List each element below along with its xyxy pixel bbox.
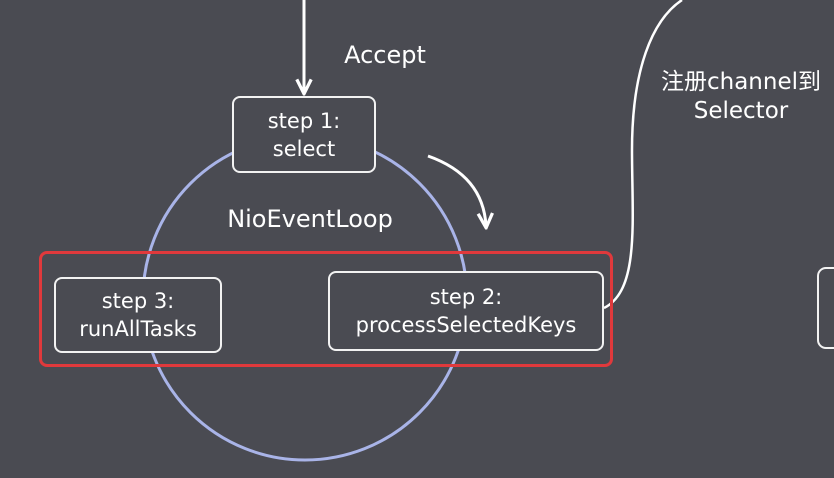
step1-title: step 1: <box>267 108 341 133</box>
event-loop-label: NioEventLoop <box>227 205 393 233</box>
step2-node: step 2: processSelectedKeys <box>328 271 604 351</box>
step3-node: step 3: runAllTasks <box>54 277 222 353</box>
register-channel-label: 注册channel到 Selector <box>636 68 834 126</box>
step2-name: processSelectedKeys <box>355 313 577 337</box>
step1-node: step 1: select <box>232 96 376 173</box>
loop-direction-arrow <box>427 154 486 226</box>
register-line-2: Selector <box>693 97 789 124</box>
step1-name: select <box>272 136 336 161</box>
step2-title: step 2: <box>429 285 503 309</box>
highlight-frame <box>39 251 613 367</box>
register-connector-line <box>603 0 683 310</box>
offscreen-node <box>817 267 834 349</box>
register-line-1: 注册channel到 <box>660 69 821 95</box>
accept-label: Accept <box>344 41 426 69</box>
step3-name: runAllTasks <box>79 317 197 341</box>
step3-title: step 3: <box>101 289 175 313</box>
